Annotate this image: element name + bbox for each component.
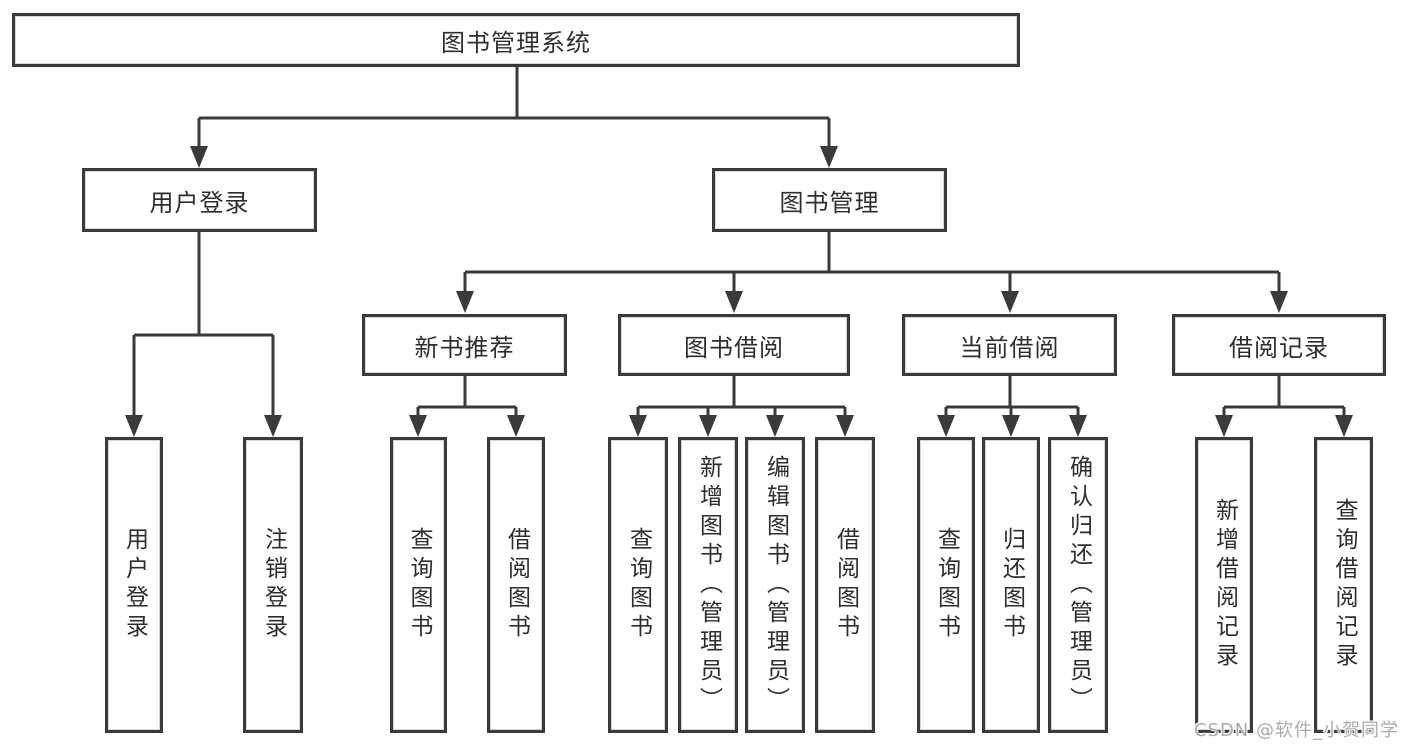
- node-book-management-label: 图书管理: [779, 188, 880, 217]
- node-new-book-recommend-label: 新书推荐: [414, 333, 515, 362]
- node-library-system-label: 图书管理系统: [441, 28, 591, 57]
- node-new-book-recommend: 新书推荐: [362, 314, 567, 376]
- leaf-query-books-borrowing: 查询图书: [608, 437, 668, 733]
- leaf-query-books-current-label: 查询图书: [933, 527, 960, 643]
- node-borrow-records-label: 借阅记录: [1229, 333, 1329, 362]
- leaf-add-borrow-record-label: 新增借阅记录: [1211, 498, 1238, 672]
- leaf-edit-book-admin-label: 编辑图书（管理员）: [762, 454, 789, 716]
- leaf-return-books: 归还图书: [982, 437, 1040, 733]
- leaf-borrow-books-borrowing: 借阅图书: [815, 437, 875, 733]
- csdn-watermark: CSDN @软件_小贺同学: [1193, 720, 1399, 741]
- leaf-logout-label: 注销登录: [260, 527, 287, 643]
- leaf-return-books-label: 归还图书: [998, 527, 1025, 643]
- leaf-borrow-books-recommend: 借阅图书: [487, 437, 545, 733]
- leaf-query-books-recommend: 查询图书: [390, 437, 447, 733]
- leaf-user-login: 用户登录: [105, 437, 163, 733]
- node-book-borrowing: 图书借阅: [618, 314, 850, 376]
- leaf-confirm-return-admin: 确认归还（管理员）: [1048, 437, 1108, 733]
- arrowhead-icons: [125, 146, 1353, 437]
- node-current-borrowing-label: 当前借阅: [959, 333, 1060, 362]
- leaf-query-books-borrowing-label: 查询图书: [625, 527, 652, 643]
- leaf-query-borrow-record: 查询借阅记录: [1314, 437, 1373, 733]
- leaf-add-borrow-record: 新增借阅记录: [1195, 437, 1253, 733]
- node-library-system: 图书管理系统: [12, 13, 1020, 67]
- node-book-borrowing-label: 图书借阅: [684, 333, 784, 362]
- node-user-login-label: 用户登录: [149, 188, 250, 217]
- node-current-borrowing: 当前借阅: [902, 314, 1117, 376]
- leaf-query-books-current: 查询图书: [917, 437, 975, 733]
- leaf-add-book-admin-label: 新增图书（管理员）: [695, 454, 722, 716]
- leaf-confirm-return-admin-label: 确认归还（管理员）: [1065, 454, 1092, 716]
- node-user-login: 用户登录: [82, 168, 317, 232]
- node-borrow-records: 借阅记录: [1172, 314, 1386, 376]
- leaf-logout: 注销登录: [243, 437, 303, 733]
- node-book-management: 图书管理: [712, 168, 947, 232]
- leaf-borrow-books-recommend-label: 借阅图书: [503, 527, 530, 643]
- leaf-user-login-label: 用户登录: [121, 527, 148, 643]
- leaf-query-borrow-record-label: 查询借阅记录: [1331, 498, 1357, 672]
- leaf-borrow-books-borrowing-label: 借阅图书: [832, 527, 859, 643]
- leaf-edit-book-admin: 编辑图书（管理员）: [745, 437, 805, 733]
- leaf-query-books-recommend-label: 查询图书: [406, 527, 432, 643]
- leaf-add-book-admin: 新增图书（管理员）: [678, 437, 738, 733]
